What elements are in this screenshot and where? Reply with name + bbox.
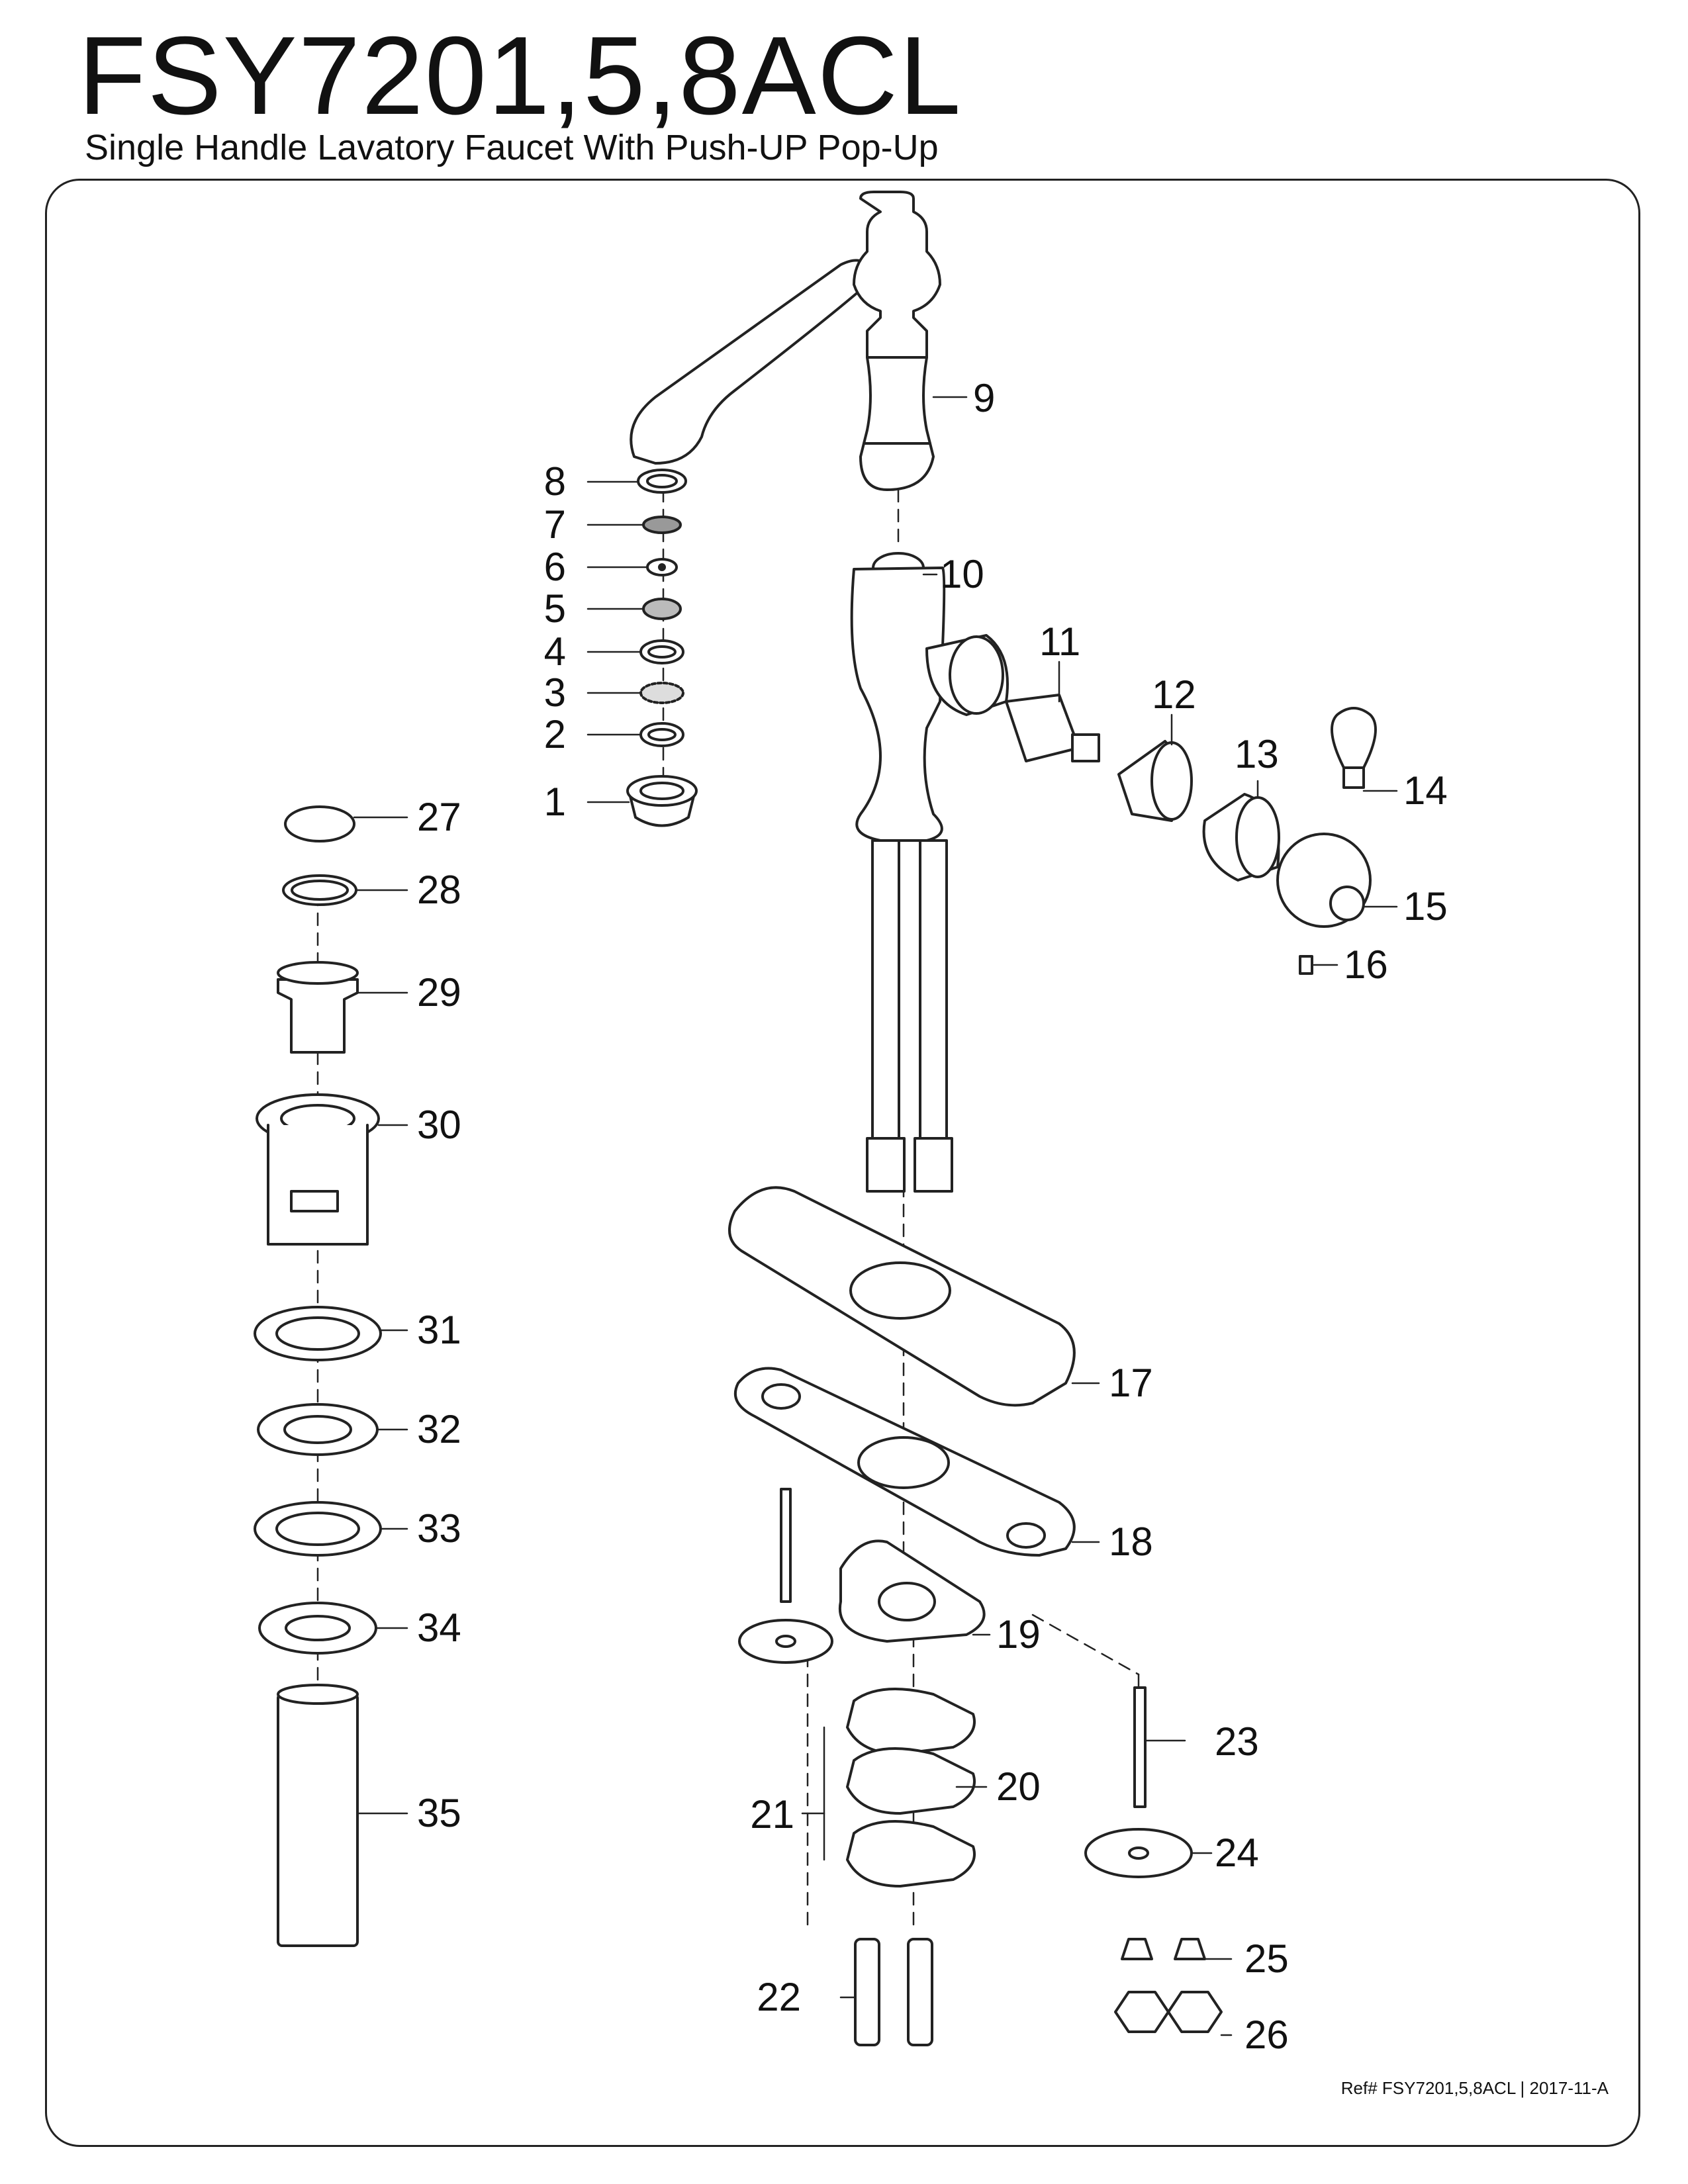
callout-35: 35 bbox=[417, 1791, 461, 1835]
callout-2: 2 bbox=[544, 712, 566, 756]
callout-22: 22 bbox=[757, 1975, 801, 2019]
callout-31: 31 bbox=[417, 1308, 461, 1352]
callout-15: 15 bbox=[1403, 884, 1448, 929]
leader-lines bbox=[353, 396, 1398, 2036]
callout-32: 32 bbox=[417, 1407, 461, 1451]
callout-33: 33 bbox=[417, 1506, 461, 1551]
callout-30: 30 bbox=[417, 1103, 461, 1147]
callout-12: 12 bbox=[1152, 672, 1196, 717]
assembly-axes bbox=[316, 449, 1140, 1927]
callout-3: 3 bbox=[544, 670, 566, 715]
stud-nut-group bbox=[1084, 1686, 1223, 2033]
callout-4: 4 bbox=[544, 629, 566, 674]
callout-7: 7 bbox=[544, 502, 566, 547]
callout-34: 34 bbox=[417, 1606, 461, 1650]
callout-28: 28 bbox=[417, 868, 461, 912]
callout-27: 27 bbox=[417, 795, 461, 839]
callout-8: 8 bbox=[544, 459, 566, 504]
model-title: FSY7201,5,8ACL bbox=[78, 13, 962, 138]
deck-plates bbox=[728, 1186, 1076, 1643]
callout-5: 5 bbox=[544, 586, 566, 631]
callout-25: 25 bbox=[1244, 1936, 1289, 1981]
callout-10: 10 bbox=[940, 552, 984, 596]
callout-24: 24 bbox=[1215, 1831, 1259, 1875]
part-10-faucet-body bbox=[850, 552, 1009, 1193]
callout-6: 6 bbox=[544, 545, 566, 589]
drain-assembly bbox=[254, 805, 382, 1947]
aerator-stack bbox=[626, 469, 698, 827]
callout-13: 13 bbox=[1235, 732, 1279, 776]
part-callouts: 1 2 3 4 5 6 7 8 9 10 11 12 13 14 15 16 1… bbox=[417, 376, 1448, 2057]
callout-26: 26 bbox=[1244, 2013, 1289, 2057]
callout-29: 29 bbox=[417, 970, 461, 1015]
part-9-spout-handle bbox=[630, 191, 941, 491]
callout-1: 1 bbox=[544, 780, 566, 824]
callout-17: 17 bbox=[1109, 1361, 1153, 1405]
diagram-frame bbox=[45, 179, 1640, 2147]
callout-19: 19 bbox=[996, 1612, 1041, 1657]
callout-16: 16 bbox=[1344, 942, 1388, 987]
callout-23: 23 bbox=[1215, 1719, 1259, 1764]
reference-note: Ref# FSY7201,5,8ACL | 2017-11-A bbox=[1340, 2078, 1609, 2098]
cartridge-trim-group bbox=[1005, 694, 1377, 975]
callout-18: 18 bbox=[1109, 1520, 1153, 1564]
callout-9: 9 bbox=[973, 376, 995, 420]
callout-21: 21 bbox=[750, 1792, 794, 1837]
callout-11: 11 bbox=[1039, 619, 1080, 664]
model-description: Single Handle Lavatory Faucet With Push-… bbox=[85, 128, 939, 167]
callout-20: 20 bbox=[996, 1764, 1041, 1809]
mounting-hardware bbox=[738, 1488, 976, 2046]
callout-14: 14 bbox=[1403, 768, 1448, 813]
